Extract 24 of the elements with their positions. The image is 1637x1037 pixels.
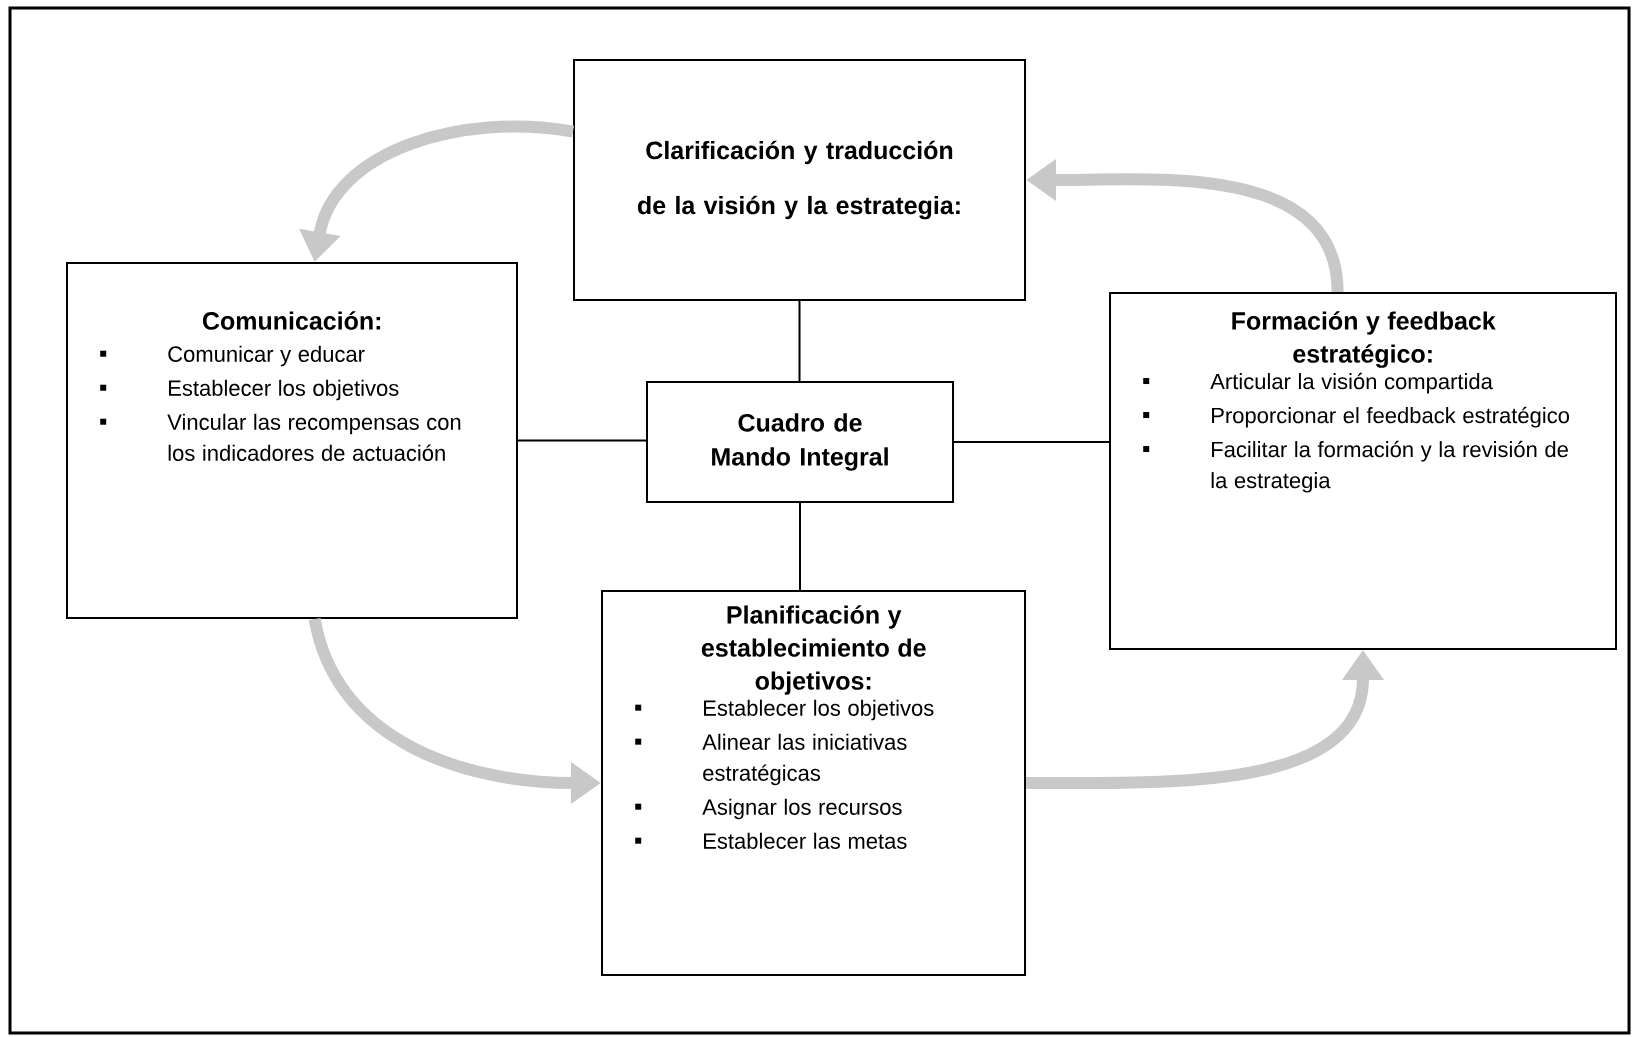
bullet-item: Proporcionar el feedback estratégico [1143, 406, 1569, 428]
bullet-item: Establecer las metas [635, 832, 907, 849]
process-box [1109, 292, 1617, 650]
heading: Planificación y establecimiento de objetivos: [701, 605, 926, 695]
connector-line [953, 441, 1110, 443]
heading: Clarificación y traducción de la visión y la estrategia: [637, 140, 960, 220]
bullet-item: Establecer los objetivos [100, 379, 399, 401]
heading: Comunicación: [202, 311, 381, 330]
connector-line [799, 502, 801, 591]
heading: Cuadro de Mando Integral [712, 413, 888, 471]
process-box [573, 59, 1026, 301]
bullet-item: Alinear las iniciativas estratégicas [635, 733, 907, 786]
bullet-item: Articular la visión compartida [1143, 372, 1493, 394]
bullet-item: Asignar los recursos [635, 798, 902, 820]
process-box [66, 262, 518, 619]
process-box [646, 381, 954, 503]
bullet-item: Facilitar la formación y la revisión de la estrategia [1143, 440, 1568, 493]
bullet-item: Comunicar y educar [100, 345, 365, 367]
heading: Formación y feedback estratégico: [1232, 311, 1496, 368]
process-box [601, 590, 1026, 976]
connector-line [517, 439, 647, 442]
bullet-item: Establecer los objetivos [635, 699, 934, 721]
bullet-item: Vincular las recompensas con los indicadores de actuación [100, 413, 461, 461]
connector-line [798, 300, 801, 382]
